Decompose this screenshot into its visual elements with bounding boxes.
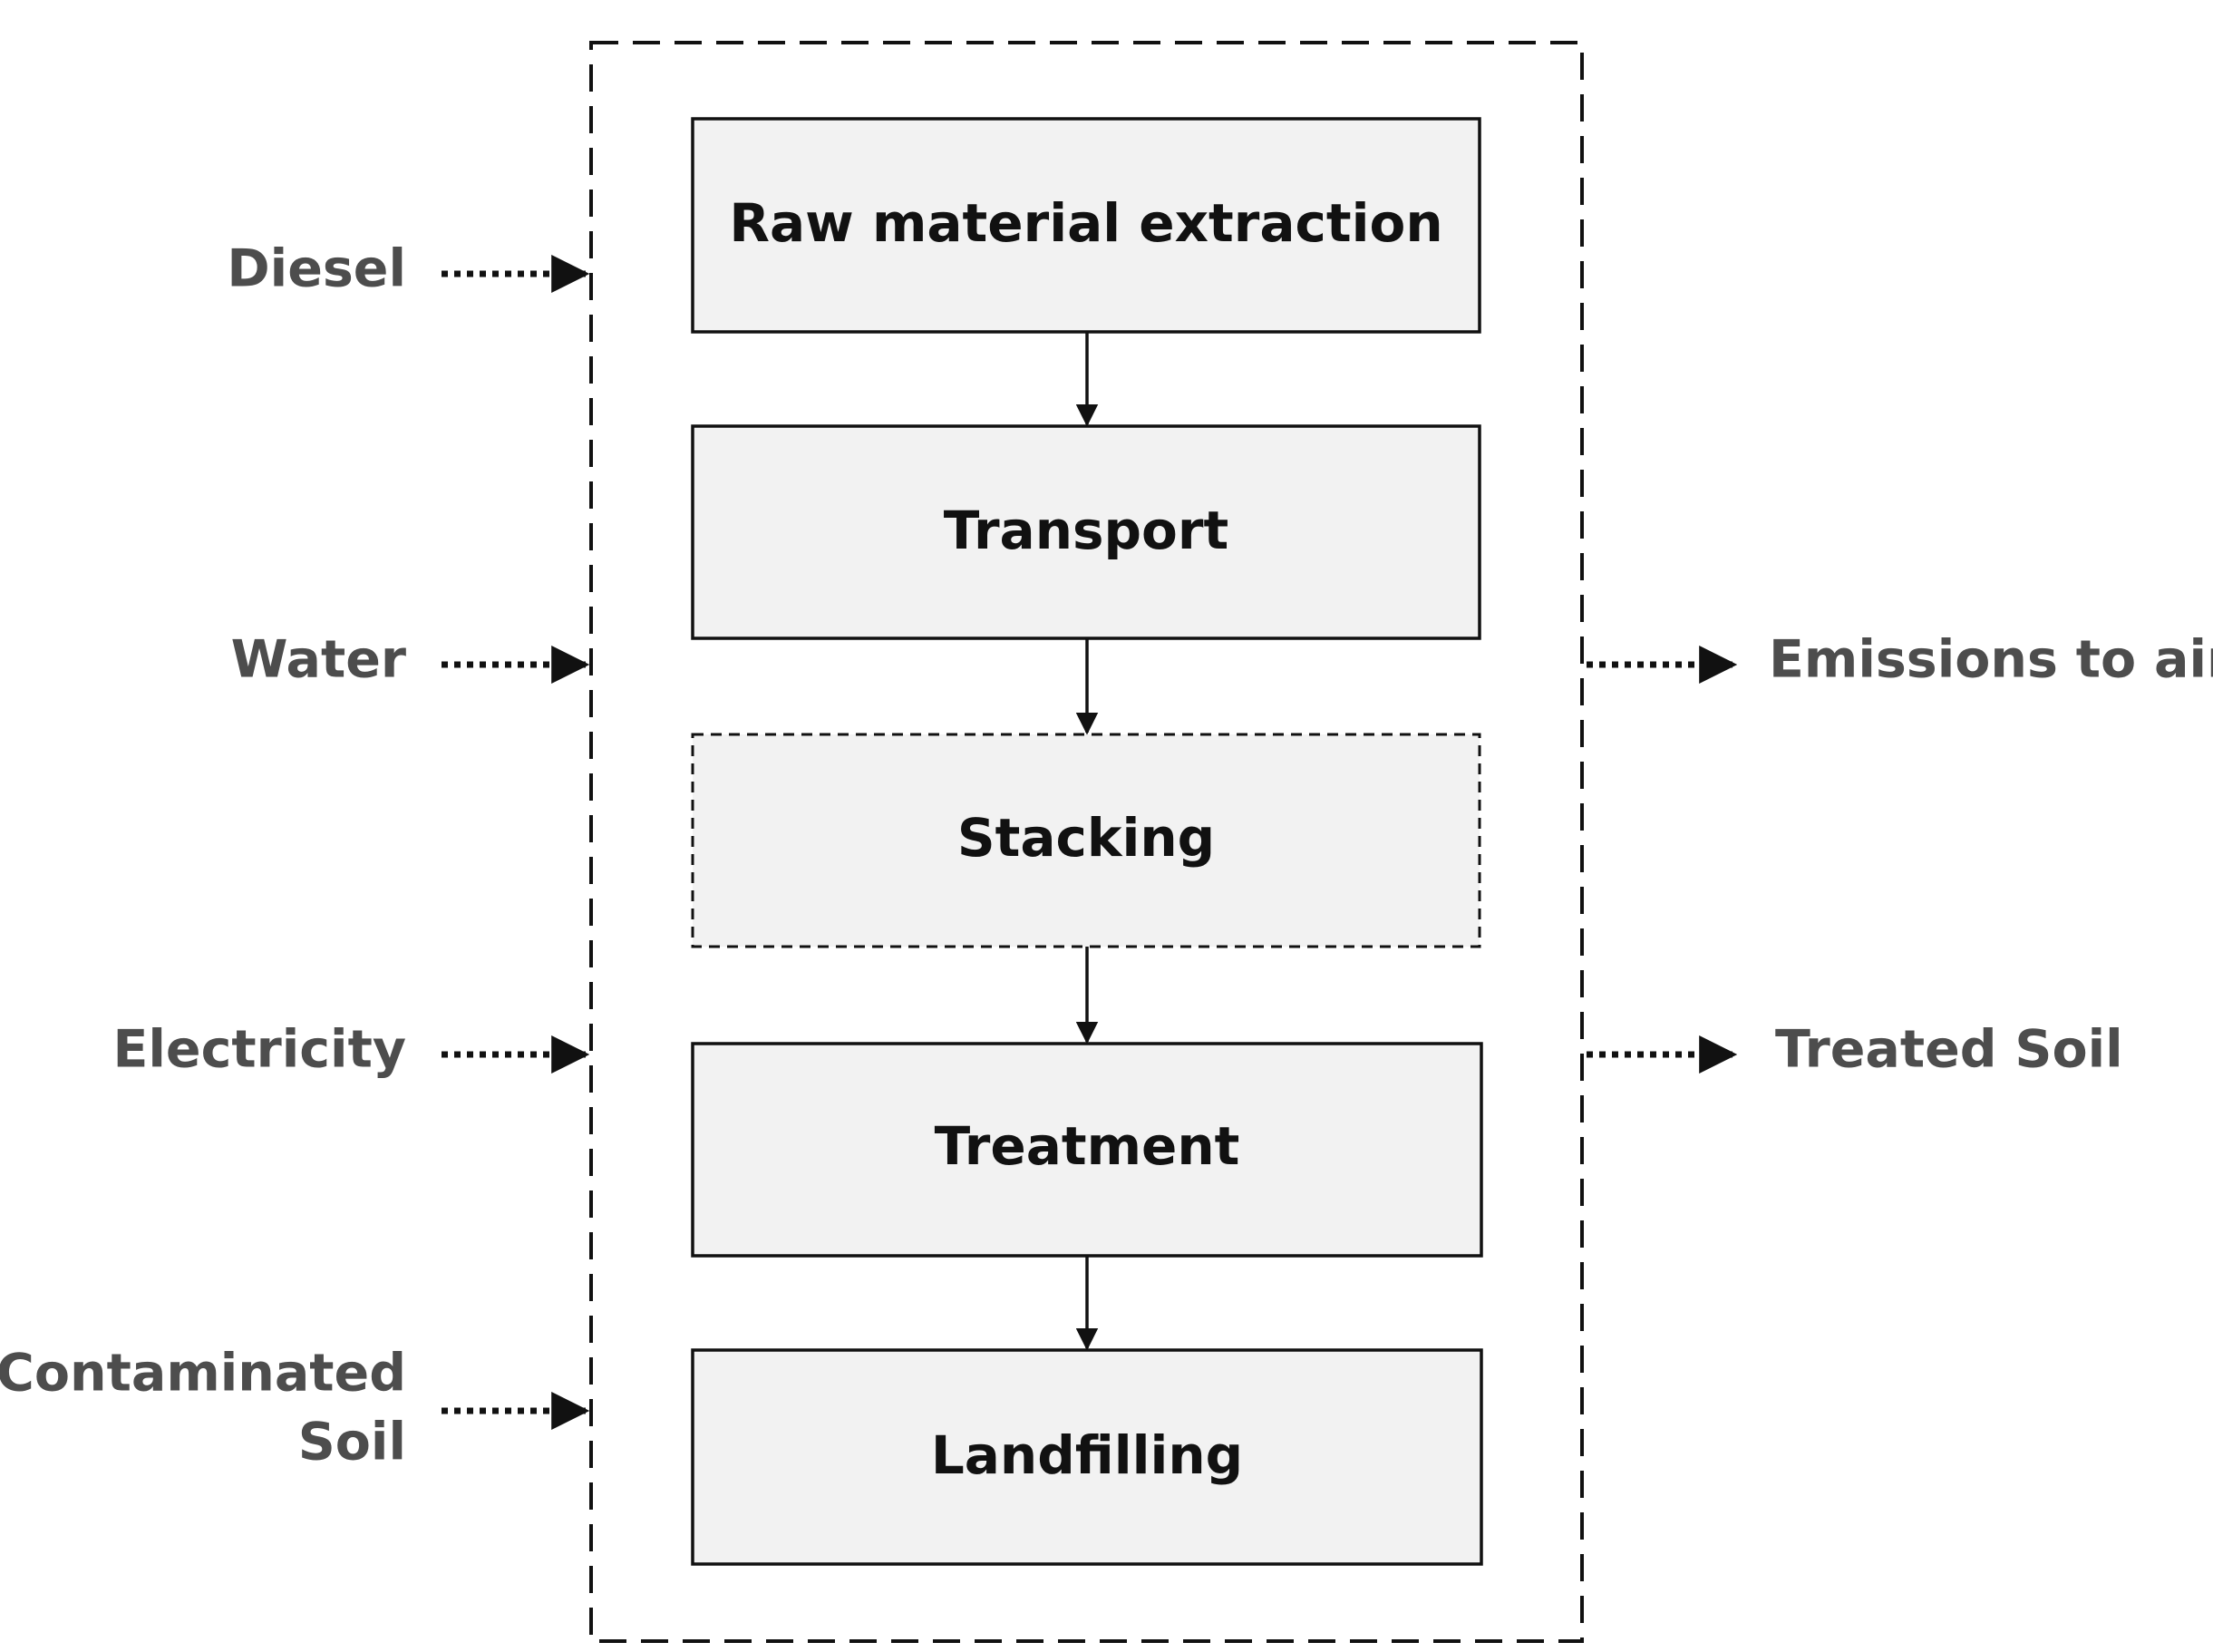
input-label-line2: Soil (298, 1413, 406, 1472)
process-label: Raw material extraction (729, 192, 1442, 254)
input-label: Electricity (112, 1020, 406, 1080)
input-electricity: Electricity (112, 1020, 590, 1080)
process-box (691, 1042, 1483, 1258)
input-label: Diesel (227, 239, 406, 299)
output-emissions-to-air: Emissions to air (1587, 630, 2213, 690)
process-box (691, 1348, 1483, 1566)
output-treated-soil: Treated Soil (1587, 1020, 2123, 1080)
output-label: Emissions to air (1769, 630, 2213, 690)
process-raw-material-extraction: Raw material extraction (691, 117, 1481, 334)
input-label: Water (231, 630, 406, 690)
process-box (691, 117, 1481, 334)
input-contaminated-soil: Contaminated Soil (0, 1344, 590, 1472)
process-stacking: Stacking (691, 733, 1481, 948)
input-water: Water (231, 630, 590, 690)
input-label: Contaminated (0, 1344, 406, 1404)
process-label: Treatment (935, 1115, 1240, 1177)
input-diesel: Diesel (227, 239, 590, 299)
process-box-dashed (691, 733, 1481, 948)
process-transport: Transport (691, 424, 1481, 640)
system-boundary (589, 41, 1584, 1643)
process-label: Landfilling (931, 1424, 1243, 1486)
process-treatment: Treatment (691, 1042, 1483, 1258)
output-label: Treated Soil (1775, 1020, 2123, 1080)
process-label: Transport (944, 500, 1228, 561)
process-box (691, 424, 1481, 640)
process-landfilling: Landfilling (691, 1348, 1483, 1566)
process-label: Stacking (957, 807, 1215, 869)
